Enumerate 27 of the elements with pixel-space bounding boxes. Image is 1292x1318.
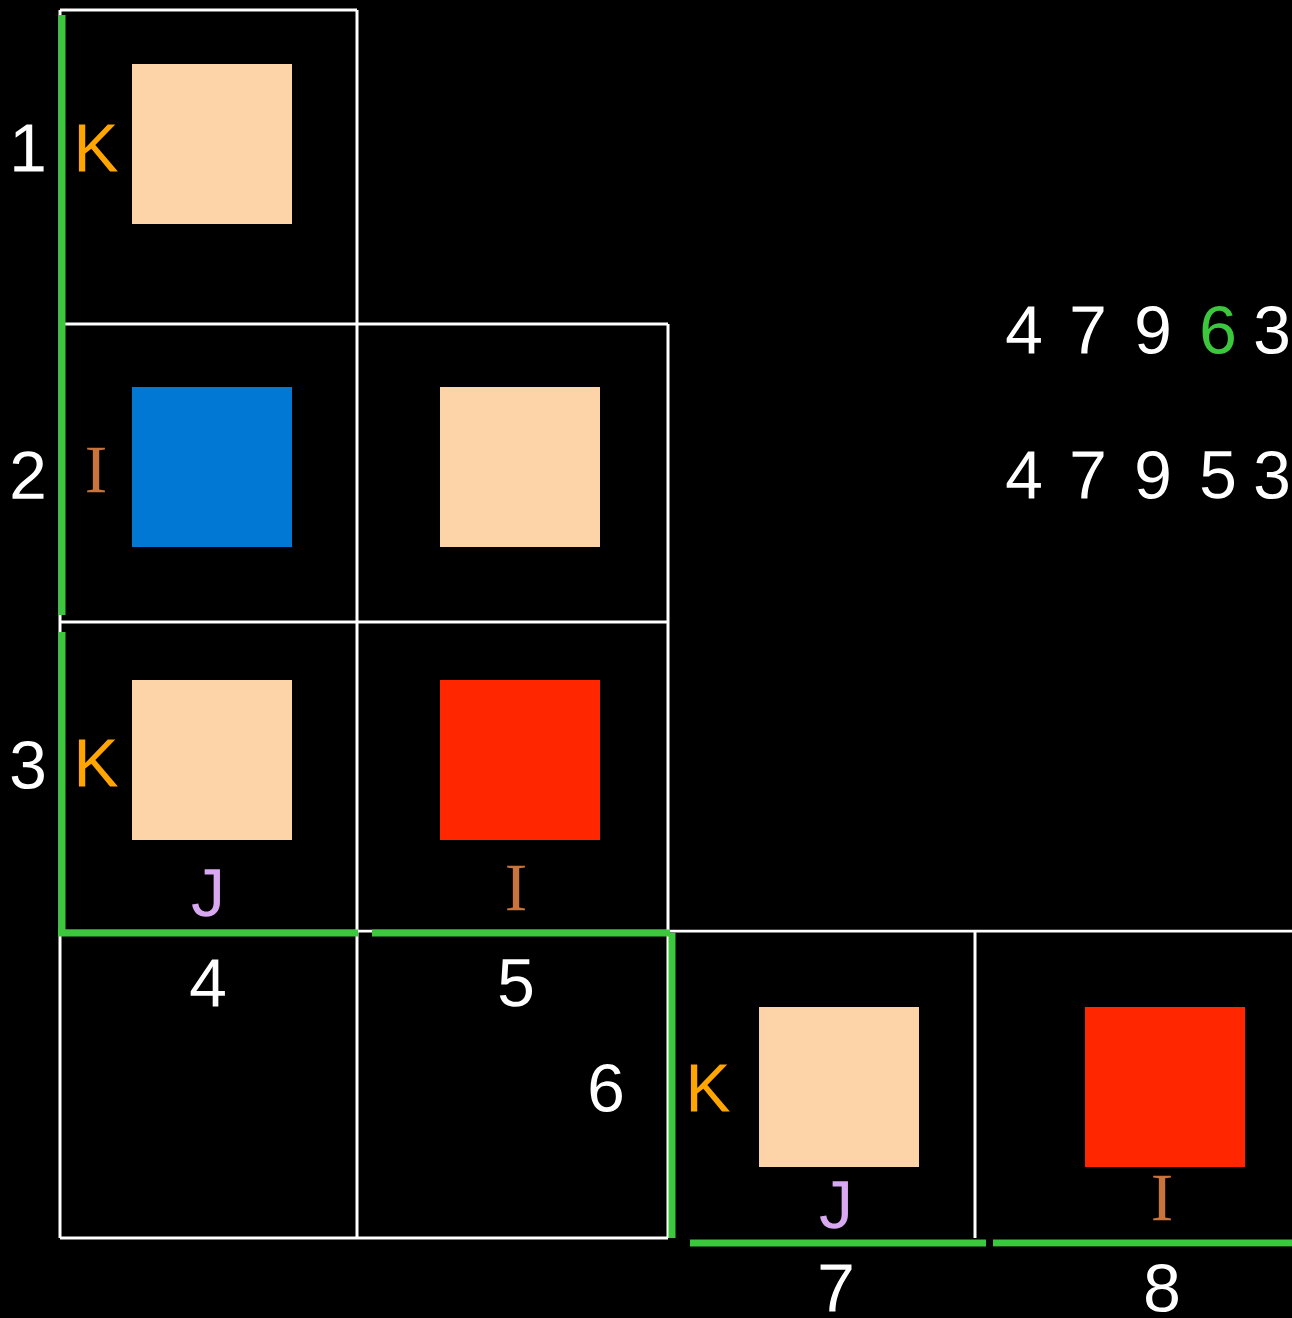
- sequence-digit: 6: [1202, 305, 1234, 355]
- row-number: 2: [12, 451, 44, 499]
- color-square: [132, 680, 292, 840]
- sequence-digit: 9: [1137, 450, 1169, 500]
- sequence-digit: 3: [1255, 305, 1288, 355]
- color-square: [132, 387, 292, 547]
- color-square: [132, 64, 292, 224]
- letter-label: K: [78, 739, 118, 787]
- sequence-digit: 7: [1072, 306, 1104, 354]
- row-number: 3: [11, 740, 44, 790]
- color-square: [440, 680, 600, 840]
- letter-label: I: [87, 447, 105, 493]
- column-number: 8: [1146, 1263, 1178, 1313]
- column-number: 7: [820, 1264, 852, 1312]
- color-square: [1085, 1007, 1245, 1167]
- sequence-digit: 7: [1072, 451, 1104, 499]
- sequence-digit: 5: [1201, 451, 1235, 499]
- color-square: [440, 387, 600, 547]
- sequence-digit: 3: [1255, 450, 1288, 500]
- sequence-digit: 4: [1006, 451, 1041, 499]
- row-number: 1: [14, 124, 44, 172]
- column-number: 5: [499, 959, 533, 1007]
- color-square: [759, 1007, 919, 1167]
- column-number: 6: [590, 1063, 622, 1113]
- column-number: 4: [190, 959, 225, 1007]
- sequence-digit: 9: [1137, 305, 1169, 355]
- sequence-digit: 4: [1006, 306, 1041, 354]
